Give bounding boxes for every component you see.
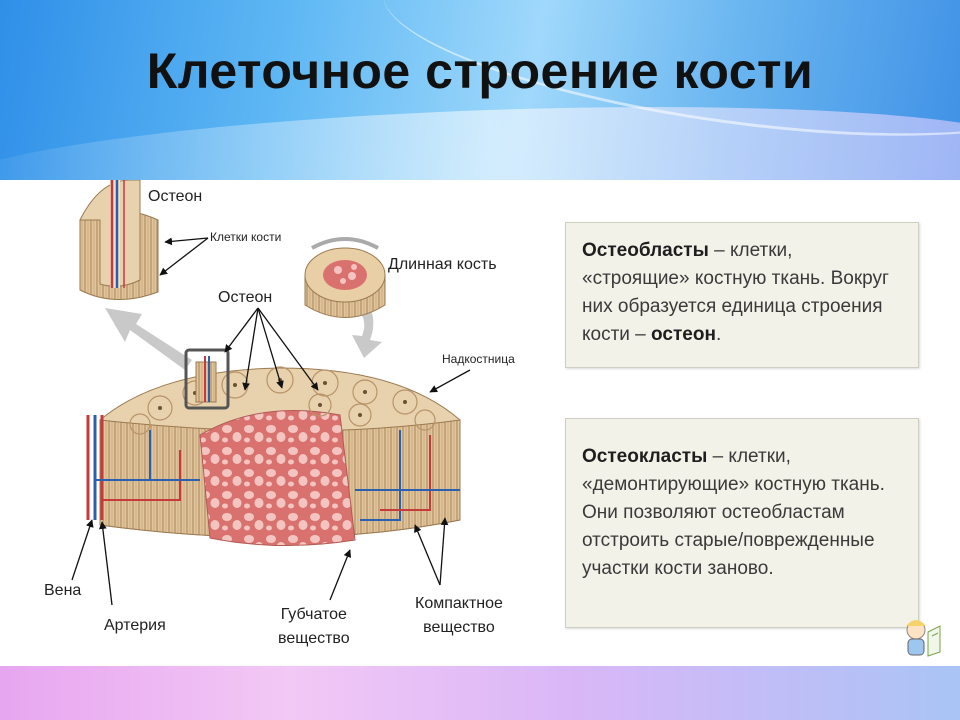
label-vein: Вена [44, 582, 82, 599]
osteon-term: остеон [651, 324, 716, 345]
label-compact-line1: Компактное [415, 595, 503, 612]
label-bone-cells: Клетки кости [210, 230, 282, 244]
header-banner [0, 0, 960, 180]
osteoblasts-text-end: . [715, 324, 722, 345]
bone-section-main [86, 348, 461, 547]
label-compact-line2: вещество [423, 619, 495, 636]
label-artery: Артерия [104, 617, 166, 634]
osteoclasts-text: – клетки, «демонтирующие» костную ткань.… [582, 446, 885, 579]
osteoblasts-term: Остеобласты [582, 240, 709, 261]
label-long-bone: Длинная кость [388, 256, 497, 273]
label-osteon-top: Остеон [148, 188, 203, 205]
osteoblasts-card: Остеобласты – клетки, «строящие» костную… [565, 222, 919, 368]
magnify-arrow-right [346, 290, 382, 358]
bone-diagram [71, 180, 471, 606]
page-title: Клеточное строение кости [146, 43, 814, 99]
label-compact: Компактное вещество [415, 592, 503, 640]
label-spongy: Губчатое вещество [278, 603, 350, 651]
label-spongy-line1: Губчатое [280, 606, 347, 623]
footer-banner [0, 666, 960, 720]
osteoclasts-card: Остеокласты – клетки, «демонтирующие» ко… [565, 418, 919, 628]
osteoclasts-term: Остеокласты [582, 446, 708, 467]
osteoblasts-text: – клетки, «строящие» костную ткань. Вокр… [582, 240, 889, 345]
magnify-arrow-left [105, 308, 192, 370]
label-periosteum: Надкостница [442, 352, 515, 366]
long-bone-section [304, 237, 386, 318]
mascot-icon [906, 620, 941, 657]
label-spongy-line2: вещество [278, 630, 350, 647]
osteon-cylinder [79, 180, 159, 300]
label-osteon-mid: Остеон [218, 289, 273, 306]
